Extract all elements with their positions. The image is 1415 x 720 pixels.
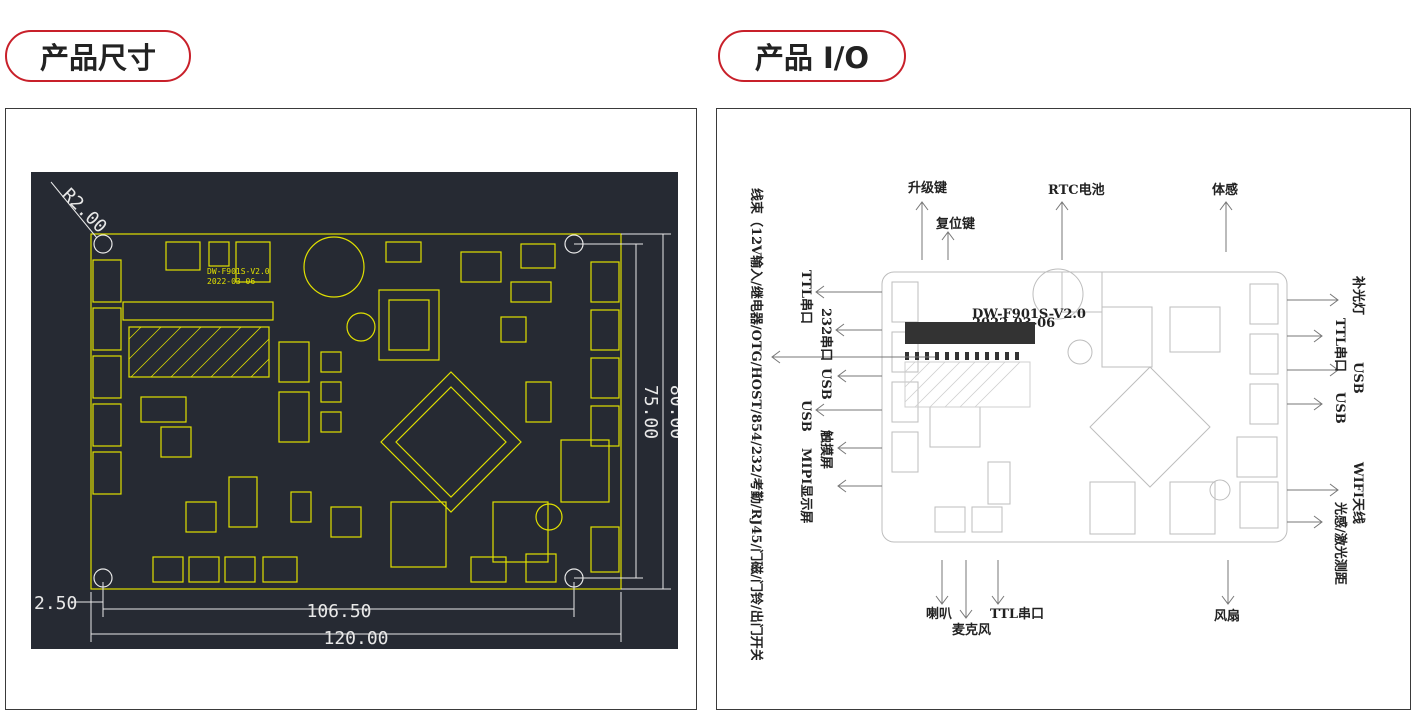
dim-edge-offset: 2.50: [34, 593, 77, 614]
dim-width-inner: 106.50: [306, 601, 371, 622]
io-label-motion-sensor: 体感: [1212, 182, 1238, 198]
io-label-left-ttl: TTL串口: [798, 270, 814, 324]
pcb-outline: [90, 233, 622, 590]
cad-dimension-drawing: DW-F901S-V2.0 2022-03-06 R2.00 80.00 75.…: [31, 172, 678, 649]
io-board-model: DW-F901S-V2.0: [972, 307, 1086, 322]
dim-height-inner: 75.00: [640, 385, 661, 439]
io-label-left-232: 232串口: [818, 308, 834, 361]
io-label-light-laser: 光感/激光测距: [1332, 501, 1348, 585]
io-label-right-ttl: TTL串口: [1332, 318, 1348, 372]
heading-dimensions: 产品尺寸: [5, 30, 191, 82]
io-label-reset-key: 复位键: [935, 216, 975, 232]
io-label-upgrade-key: 升级键: [908, 180, 947, 196]
io-label-touchscreen: 触摸屏: [818, 429, 834, 469]
board-date: 2022-03-06: [207, 277, 255, 286]
heading-io: 产品 I/O: [718, 30, 906, 82]
heading-dimensions-text: 产品尺寸: [39, 41, 156, 75]
io-frame: [716, 108, 1411, 710]
io-diagram: DW-F901S-V2.0 2022-03-06: [748, 180, 1366, 660]
board-model: DW-F901S-V2.0: [207, 267, 270, 276]
heading-io-text: 产品 I/O: [754, 41, 870, 75]
io-label-fill-light: 补光灯: [1350, 275, 1366, 315]
dim-height-outer: 80.00: [666, 385, 678, 439]
io-label-right-usb-1: USB: [1350, 362, 1365, 394]
io-label-harness: 线束（12V输入/继电器/OTG/HOST/854/232/考勤/RJ45/门磁…: [748, 188, 764, 660]
io-label-left-usb-1: USB: [818, 368, 833, 400]
io-label-rtc-battery: RTC电池: [1048, 182, 1105, 198]
io-label-speaker: 喇叭: [926, 606, 952, 622]
io-label-mipi-display: MIPI显示屏: [798, 448, 813, 523]
io-label-bottom-ttl: TTL串口: [990, 606, 1044, 622]
io-label-microphone: 麦克风: [952, 622, 991, 638]
dim-width-outer: 120.00: [323, 628, 388, 649]
io-label-wifi-antenna: WIFI天线: [1350, 461, 1366, 524]
io-label-fan: 风扇: [1214, 608, 1240, 624]
io-label-right-usb-2: USB: [1332, 392, 1347, 424]
io-label-left-usb-2: USB: [798, 400, 813, 432]
